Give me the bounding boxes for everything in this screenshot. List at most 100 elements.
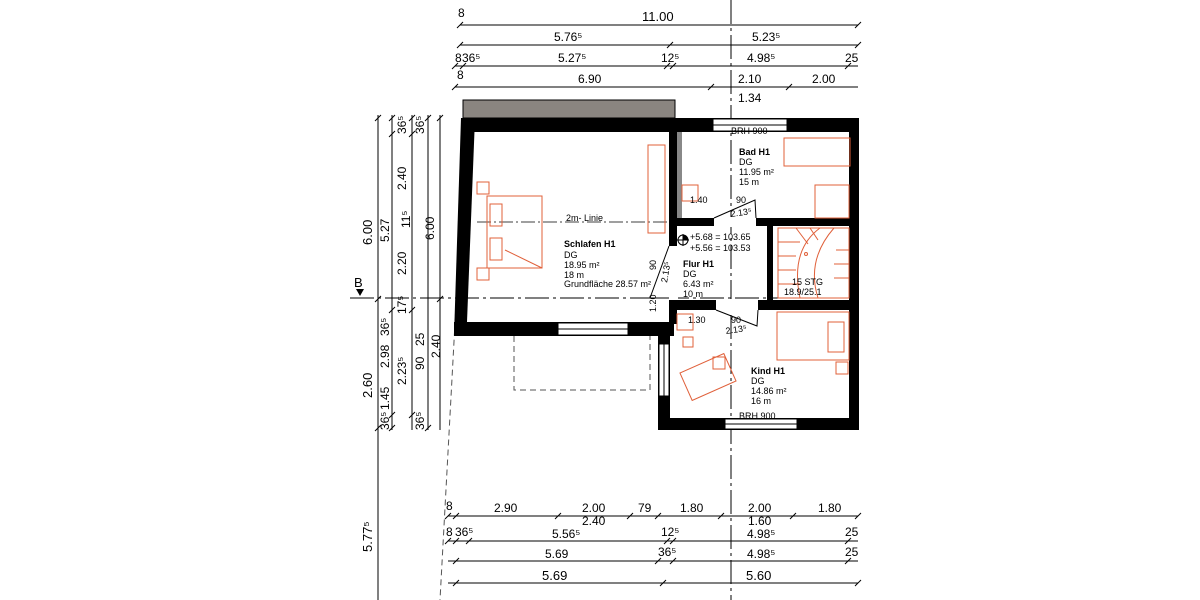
bottom-dim-r1-e: 1.80: [680, 501, 704, 515]
bottom-dim-r1b-b: 1.60: [748, 514, 772, 528]
bottom-dim-r1b-a: 2.40: [582, 514, 606, 528]
left-dim-col3-6: 2.23⁵: [395, 357, 409, 385]
flur-door-height: 2.13⁵: [659, 260, 673, 283]
bottom-dim-r1-c: 2.00: [582, 501, 606, 515]
washbasin: [681, 184, 699, 202]
top-dim-r3-c: 5.27⁵: [558, 51, 586, 65]
room-kind: Kind H1 DG 14.86 m² 16 m: [751, 366, 787, 406]
section-marker-b: B: [354, 275, 363, 290]
left-dim-col4-3: 25: [413, 332, 427, 346]
room-name: Bad H1: [739, 147, 770, 157]
bad-door-90: 90: [736, 195, 746, 205]
furniture: [476, 137, 851, 402]
room-perimeter: 10 m: [683, 289, 703, 299]
kind-door-height: 2.13⁵: [725, 323, 748, 336]
desk-kind: [679, 352, 737, 402]
top-dim-r4-a: 8: [457, 68, 464, 82]
bottom-dim-r1-f: 2.00: [748, 501, 772, 515]
left-dim-col3-3: 2.20: [395, 251, 409, 275]
room-perimeter: 15 m: [739, 177, 759, 187]
room-extra: Grundfläche 28.57 m²: [564, 279, 651, 289]
left-dim-col3-1: 36⁵: [395, 116, 409, 134]
section-arrow-icon: [356, 289, 364, 296]
left-dim-col2-3: 1.45: [378, 386, 392, 410]
top-dim-r2-a: 5.76⁵: [554, 30, 582, 44]
left-dim-col4-1: 36⁵: [413, 116, 427, 134]
door-annotations: 1.40 90 2.13⁵ 90 2.13⁵ 1.20 1.30 90 2.13…: [648, 195, 759, 336]
left-dimension-chains: 6.00 2.60 5.77⁵ 5.27 2.98 1.45 36⁵ 2.40 …: [360, 114, 444, 600]
left-dim-col3-5: 36⁵: [378, 318, 392, 336]
top-dim-r2-b: 5.23⁵: [752, 30, 780, 44]
left-dim-outer-3: 5.77⁵: [360, 521, 375, 552]
left-dim-col2-1: 5.27: [378, 218, 392, 242]
bathtub: [783, 137, 851, 167]
flur-wall-height: 1.20: [648, 294, 658, 312]
kind-door-width: 1.30: [688, 315, 706, 325]
top-dimension-chains: 8 11.00 5.76⁵ 5.23⁵ 8 36⁵ 5.27⁵ 12⁵ 4.98…: [451, 6, 862, 105]
flur-door-90: 90: [648, 260, 658, 270]
left-dim-col5-2: 2.40: [429, 334, 443, 358]
brh-top-label: BRH 900: [731, 126, 768, 136]
room-bad: Bad H1 DG 11.95 m² 15 m: [739, 147, 774, 187]
room-floor: DG: [564, 250, 578, 260]
bottom-dimension-chains: 8 2.90 2.00 79 1.80 2.00 1.80 2.40 1.60 …: [444, 499, 862, 587]
room-area: 11.95 m²: [739, 167, 774, 177]
bottom-dim-r4-b: 5.60: [746, 568, 771, 583]
room-name: Flur H1: [683, 259, 714, 269]
room-floor: DG: [739, 157, 753, 167]
room-floor: DG: [683, 269, 697, 279]
top-dim-r3-e: 4.98⁵: [747, 51, 775, 65]
room-area: 18.95 m²: [564, 260, 600, 270]
left-dim-col4-4: 90: [413, 356, 427, 370]
bad-door-width: 1.40: [690, 195, 708, 205]
stairs-ratio: 18.9/25.1: [784, 287, 822, 297]
dashed-outline-below: [513, 336, 651, 391]
room-floor: DG: [751, 376, 765, 386]
room-area: 6.43 m²: [683, 279, 714, 289]
bottom-dim-r3-c: 4.98⁵: [747, 547, 775, 561]
room-name: Schlafen H1: [564, 239, 616, 249]
balcony-slab: [462, 99, 676, 119]
room-name: Kind H1: [751, 366, 785, 376]
shower: [814, 184, 850, 219]
bottom-dim-r2-e: 4.98⁵: [747, 527, 775, 541]
bottom-dim-r3-a: 5.69: [545, 547, 569, 561]
level-marker: +5.68 = 103.65 +5.56 = 103.53: [677, 232, 751, 253]
room-perimeter: 18 m: [564, 270, 584, 280]
top-dim-r4-d: 2.00: [812, 72, 836, 86]
bottom-dim-r2-f: 25: [845, 525, 859, 539]
level-value-1: +5.68 = 103.65: [690, 232, 751, 242]
bottom-dim-r1-g: 1.80: [818, 501, 842, 515]
top-dim-r4-c: 2.10: [738, 72, 762, 86]
bottom-dim-r2-a: 8: [446, 525, 453, 539]
left-dim-col4-5: 36⁵: [413, 412, 427, 430]
bottom-dim-r3-d: 25: [845, 545, 859, 559]
top-dim-r3-a: 8: [455, 51, 462, 65]
left-dim-col3-4: 17⁵: [395, 296, 409, 314]
top-dim-r5-a: 1.34: [738, 91, 762, 105]
bottom-dim-r4-a: 5.69: [542, 568, 567, 583]
room-flur: Flur H1 DG 6.43 m² 10 m: [683, 259, 714, 299]
bottom-dim-r2-d: 12⁵: [661, 525, 679, 539]
left-dim-outer-2: 2.60: [360, 373, 375, 398]
bed-kind: [776, 311, 850, 361]
bad-door-height: 2.13⁵: [730, 206, 753, 219]
room-perimeter: 16 m: [751, 396, 771, 406]
bottom-dim-r1-d: 79: [638, 501, 652, 515]
stairs-label: 15 STG: [792, 277, 823, 287]
double-bed-schlafen: [486, 195, 543, 269]
level-value-2: +5.56 = 103.53: [690, 243, 751, 253]
top-dim-r3-f: 25: [845, 51, 859, 65]
building-walls: [454, 99, 859, 430]
bottom-dim-r2-c: 5.56⁵: [552, 527, 580, 541]
left-dim-outer-1: 6.00: [360, 220, 375, 245]
left-dim-col4-2: 11⁵: [399, 211, 413, 228]
top-dim-r3-d: 12⁵: [661, 51, 679, 65]
left-dim-col5-1: 6.00: [423, 216, 437, 240]
room-schlafen: Schlafen H1 DG 18.95 m² 18 m Grundfläche…: [564, 239, 651, 289]
bottom-dim-r1-a: 8: [446, 499, 453, 513]
left-dim-col2-2: 2.98: [378, 344, 392, 368]
wardrobe-schlafen: [647, 144, 666, 234]
room-area: 14.86 m²: [751, 386, 787, 396]
